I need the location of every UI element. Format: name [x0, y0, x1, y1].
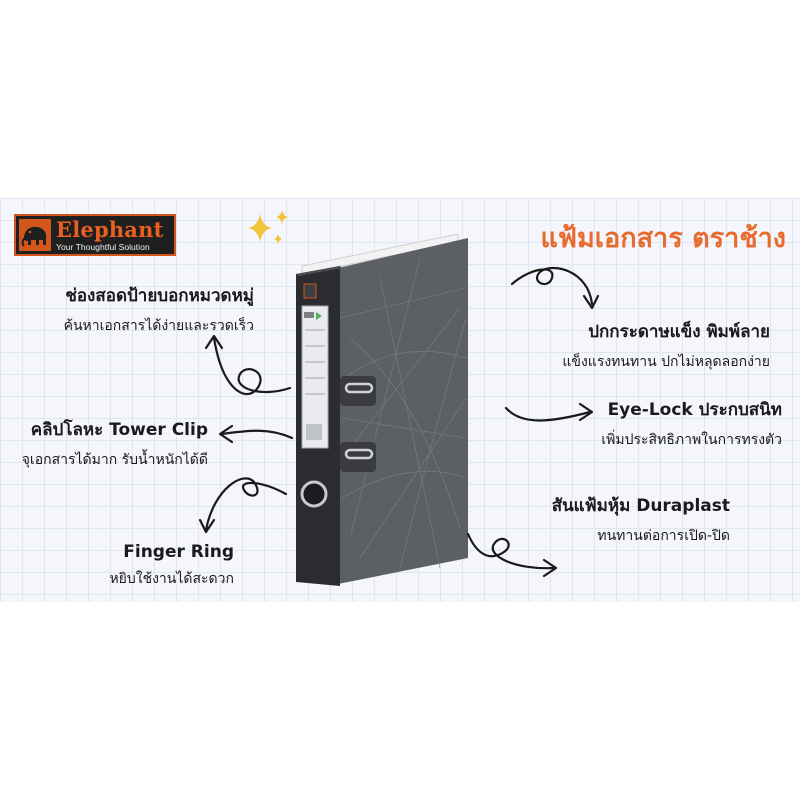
elephant-logo: Elephant Your Thoughtful Solution [14, 214, 176, 256]
feature-heading: คลิปโลหะ Tower Clip [30, 420, 208, 440]
brand-tagline: Your Thoughtful Solution [56, 242, 150, 252]
product-banner: Elephant Your Thoughtful Solution แฟ้มเอ… [0, 198, 800, 602]
elephant-logo-icon [19, 219, 51, 251]
feature-subtext: เพิ่มประสิทธิภาพในการทรงตัว [601, 432, 782, 448]
sparkle-icon [248, 210, 288, 244]
feature-heading: ปกกระดาษแข็ง พิมพ์ลาย [588, 322, 770, 342]
feature-subtext: หยิบใช้งานได้สะดวก [109, 571, 234, 587]
feature-tower-clip: คลิปโลหะ Tower Clip จุเอกสารได้มาก รับน้… [22, 416, 208, 471]
feature-finger-ring: Finger Ring หยิบใช้งานได้สะดวก [109, 542, 234, 590]
feature-subtext: จุเอกสารได้มาก รับน้ำหนักได้ดี [21, 452, 208, 468]
feature-duraplast-spine: สันแฟ้มหุ้ม Duraplast ทนทานต่อการเปิด-ปิ… [552, 492, 730, 547]
feature-hard-cover: ปกกระดาษแข็ง พิมพ์ลาย แข็งแรงทนทาน ปกไม่… [562, 318, 770, 373]
binder-illustration [296, 233, 468, 586]
feature-heading: Finger Ring [123, 542, 234, 562]
feature-heading: ช่องสอดป้ายบอกหมวดหมู่ [65, 286, 254, 306]
feature-subtext: แข็งแรงทนทาน ปกไม่หลุดลอกง่าย [562, 354, 770, 370]
feature-label-slot: ช่องสอดป้ายบอกหมวดหมู่ ค้นหาเอกสารได้ง่า… [64, 282, 254, 337]
feature-eye-lock: Eye-Lock ประกบสนิท เพิ่มประสิทธิภาพในการ… [601, 396, 782, 451]
brand-name: Elephant [56, 217, 164, 242]
page-title: แฟ้มเอกสาร ตราช้าง [540, 223, 786, 254]
feature-subtext: ค้นหาเอกสารได้ง่ายและรวดเร็ว [63, 318, 254, 334]
feature-heading: สันแฟ้มหุ้ม Duraplast [551, 496, 730, 516]
feature-heading: Eye-Lock ประกบสนิท [607, 400, 782, 420]
feature-subtext: ทนทานต่อการเปิด-ปิด [597, 528, 730, 544]
